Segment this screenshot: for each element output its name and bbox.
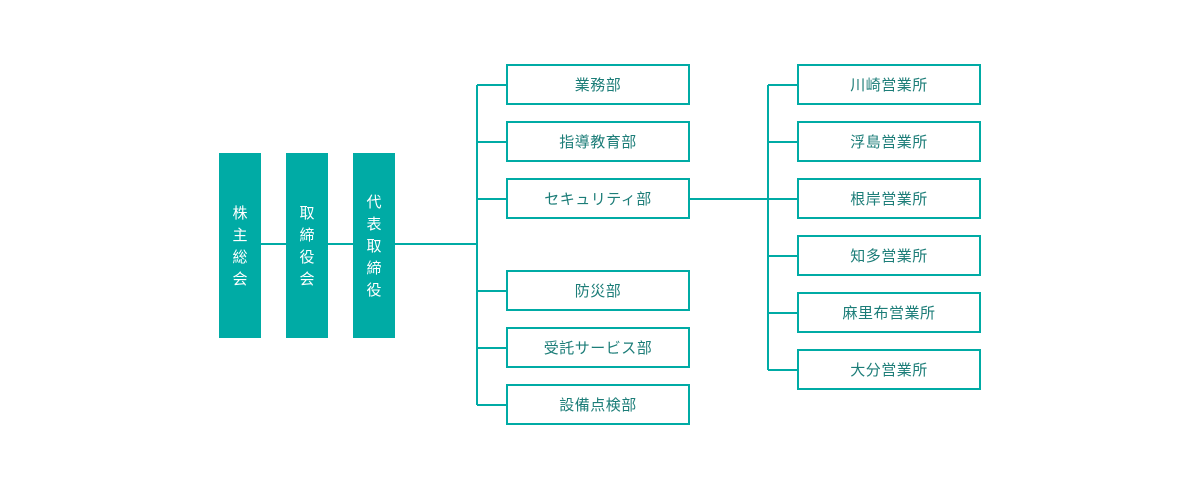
sales-office-box: 根岸営業所: [797, 178, 981, 219]
sales-office-label: 大分営業所: [850, 361, 928, 379]
department-label: 業務部: [574, 76, 622, 94]
sales-office-box: 麻里布営業所: [797, 292, 981, 333]
sales-office-label: 麻里布営業所: [842, 304, 936, 322]
department-box: 受託サービス部: [506, 327, 690, 368]
sales-office-label: 根岸営業所: [850, 190, 928, 208]
sales-office-label: 知多営業所: [850, 247, 928, 265]
shareholders-meeting-label: 株主総会: [232, 203, 248, 288]
representative-director-label: 代表取締役: [366, 192, 382, 299]
department-label: セキュリティ部: [544, 190, 652, 208]
sales-office-box: 浮島営業所: [797, 121, 981, 162]
representative-director-box: 代表取締役: [353, 153, 395, 338]
department-box: 防災部: [506, 270, 690, 311]
department-label: 防災部: [574, 282, 622, 300]
department-box: 設備点検部: [506, 384, 690, 425]
department-label: 設備点検部: [559, 396, 637, 414]
sales-office-box: 大分営業所: [797, 349, 981, 390]
sales-office-box: 川崎営業所: [797, 64, 981, 105]
department-box: セキュリティ部: [506, 178, 690, 219]
shareholders-meeting-box: 株主総会: [219, 153, 261, 338]
department-label: 指導教育部: [559, 133, 637, 151]
department-box: 業務部: [506, 64, 690, 105]
sales-office-label: 川崎営業所: [850, 76, 928, 94]
board-of-directors-box: 取締役会: [286, 153, 328, 338]
sales-office-label: 浮島営業所: [850, 133, 928, 151]
department-label: 受託サービス部: [543, 339, 653, 357]
sales-office-box: 知多営業所: [797, 235, 981, 276]
board-of-directors-label: 取締役会: [299, 203, 315, 288]
department-box: 指導教育部: [506, 121, 690, 162]
